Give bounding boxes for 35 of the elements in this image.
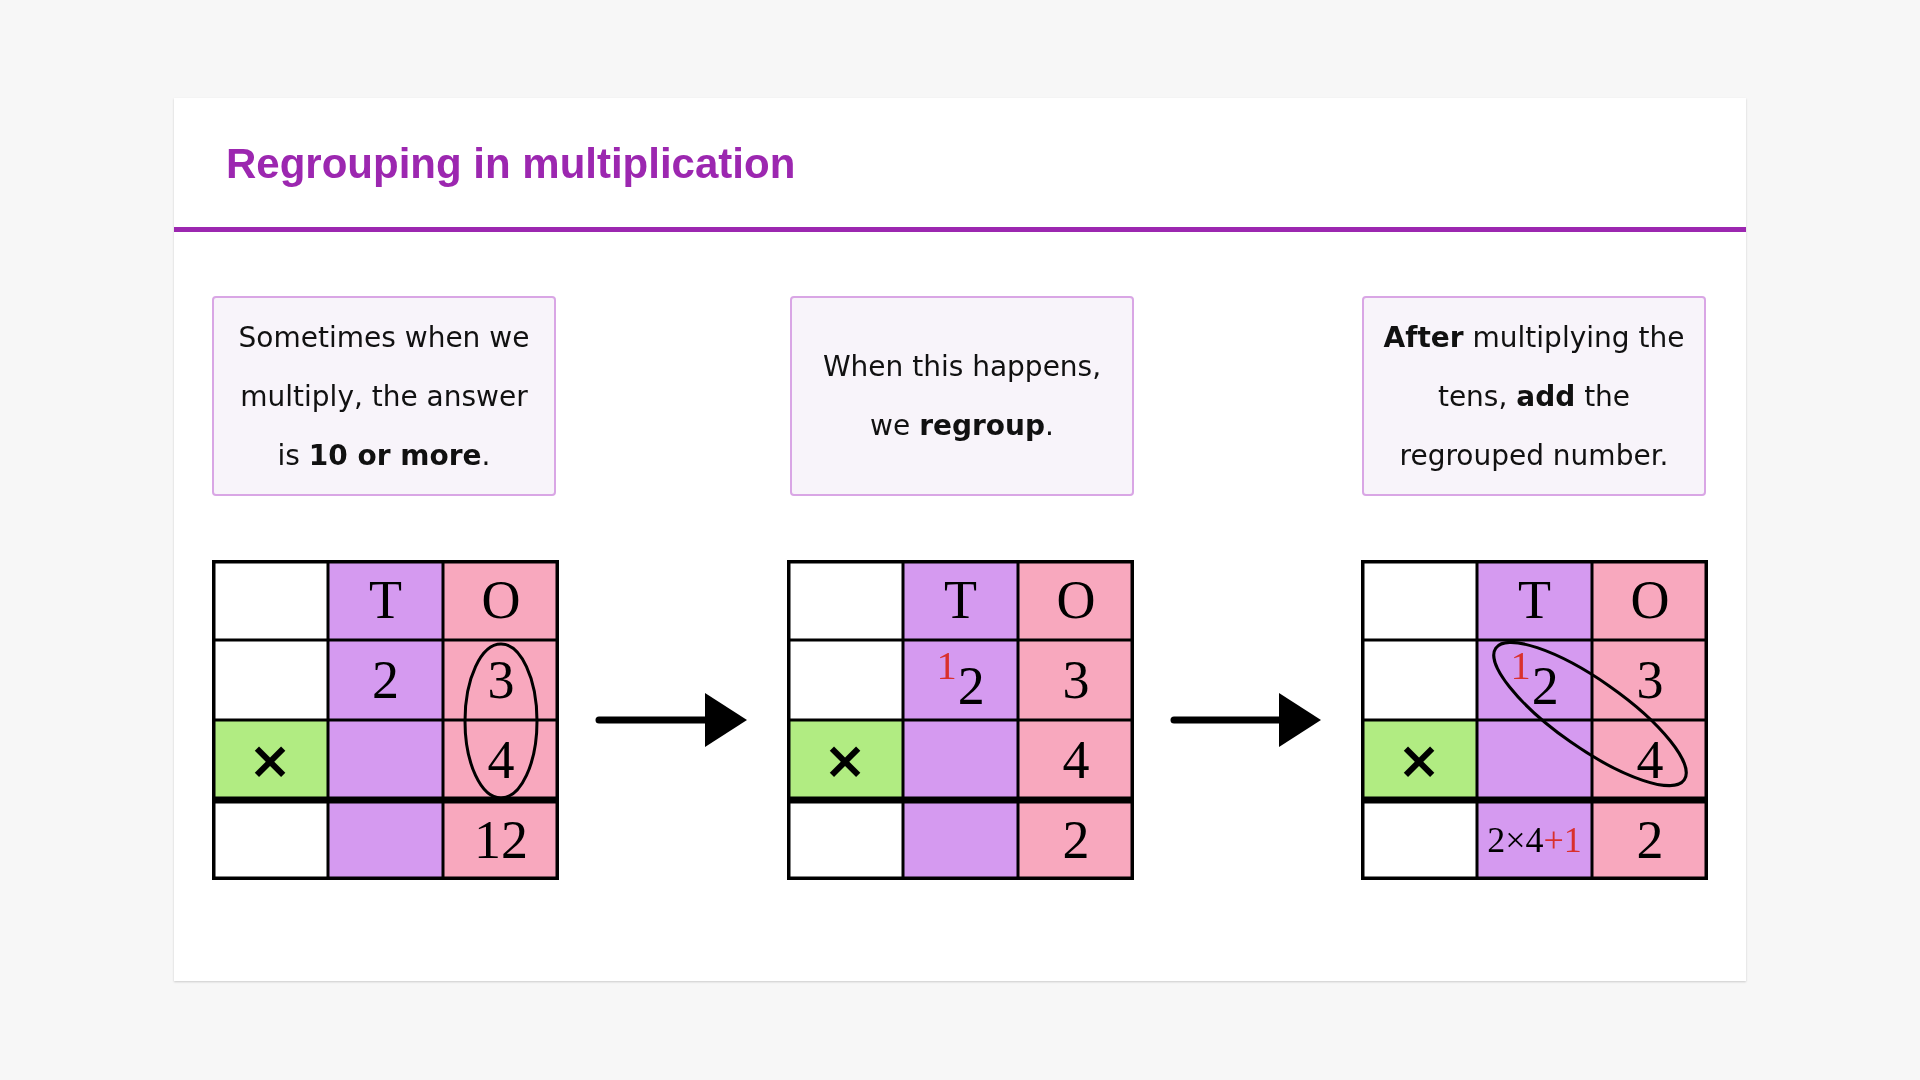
place-value-chart	[787, 560, 1134, 880]
added-carry: +1	[1543, 822, 1582, 858]
place-value-chart	[212, 560, 559, 880]
digit: 4	[1636, 733, 1664, 787]
regrouped-digit: $^{1}$2	[1510, 646, 1559, 714]
note-card	[1362, 296, 1706, 496]
digit: 12	[474, 813, 528, 867]
digit: 3	[1062, 653, 1090, 707]
digit: 3	[1636, 653, 1664, 707]
multiply-sign: ×	[823, 734, 867, 786]
digit: 2	[372, 653, 399, 707]
column-header: T	[1518, 573, 1551, 627]
note-text: When this happens, we regroup.	[821, 349, 1103, 444]
place-value-chart	[1361, 560, 1708, 880]
multiply-sign: ×	[1397, 734, 1441, 786]
digit: 2	[1062, 813, 1090, 867]
multiply-sign: ×	[248, 734, 292, 786]
note-text: After multiplying the tens, add the regrouped number.	[1382, 319, 1686, 474]
column-header: O	[1056, 573, 1096, 627]
digit: 2	[1636, 813, 1664, 867]
column-header: T	[369, 573, 402, 627]
digit: 4	[487, 733, 515, 787]
column-header: O	[1630, 573, 1670, 627]
regrouped-digit: $^{1}$2	[936, 646, 985, 714]
digit: 3	[487, 653, 515, 707]
arrow	[595, 693, 747, 747]
slide-title: Regrouping in multiplication	[226, 139, 796, 189]
note-card	[212, 296, 556, 496]
column-header: O	[481, 573, 521, 627]
arrow	[1170, 693, 1321, 747]
expression: 2×4	[1487, 822, 1544, 858]
column-header: T	[944, 573, 977, 627]
digit: 4	[1062, 733, 1090, 787]
note-text: Sometimes when we multiply, the answer is 10 or more.	[237, 319, 531, 474]
note-card	[790, 296, 1134, 496]
